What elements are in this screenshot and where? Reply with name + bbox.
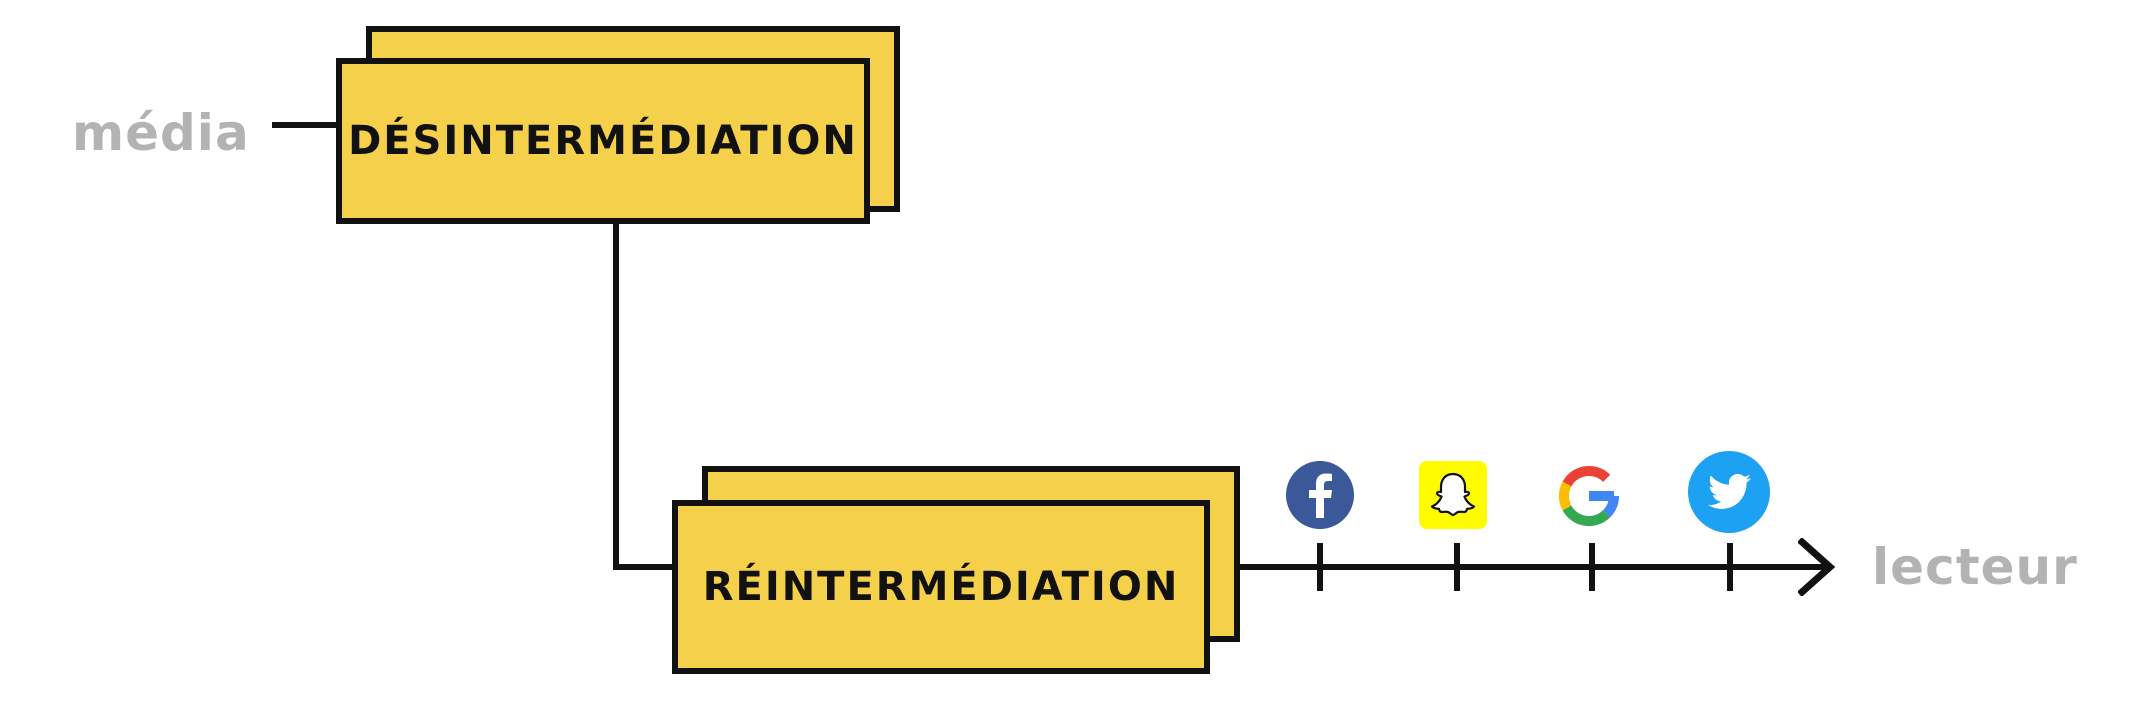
target-label: lecteur: [1872, 538, 2078, 596]
bottom-box: RÉINTERMÉDIATION: [672, 500, 1210, 674]
bottom-box-label: RÉINTERMÉDIATION: [702, 564, 1180, 610]
twitter-icon: [1688, 451, 1770, 533]
top-box-label: DÉSINTERMÉDIATION: [348, 118, 858, 164]
google-icon: [1558, 465, 1620, 527]
timeline-tick: [1454, 543, 1460, 591]
timeline-axis: [1240, 564, 1826, 570]
facebook-icon: [1286, 461, 1354, 529]
vertical-connector-line: [613, 224, 619, 570]
timeline-tick: [1317, 543, 1323, 591]
arrow-head-icon: [1798, 538, 1836, 596]
bottom-connector-line: [613, 564, 675, 570]
snapchat-icon: [1419, 461, 1487, 529]
source-connector-line: [272, 122, 342, 128]
source-label: média: [72, 104, 250, 162]
timeline-tick: [1727, 543, 1733, 591]
timeline-tick: [1589, 543, 1595, 591]
top-box: DÉSINTERMÉDIATION: [336, 58, 870, 224]
